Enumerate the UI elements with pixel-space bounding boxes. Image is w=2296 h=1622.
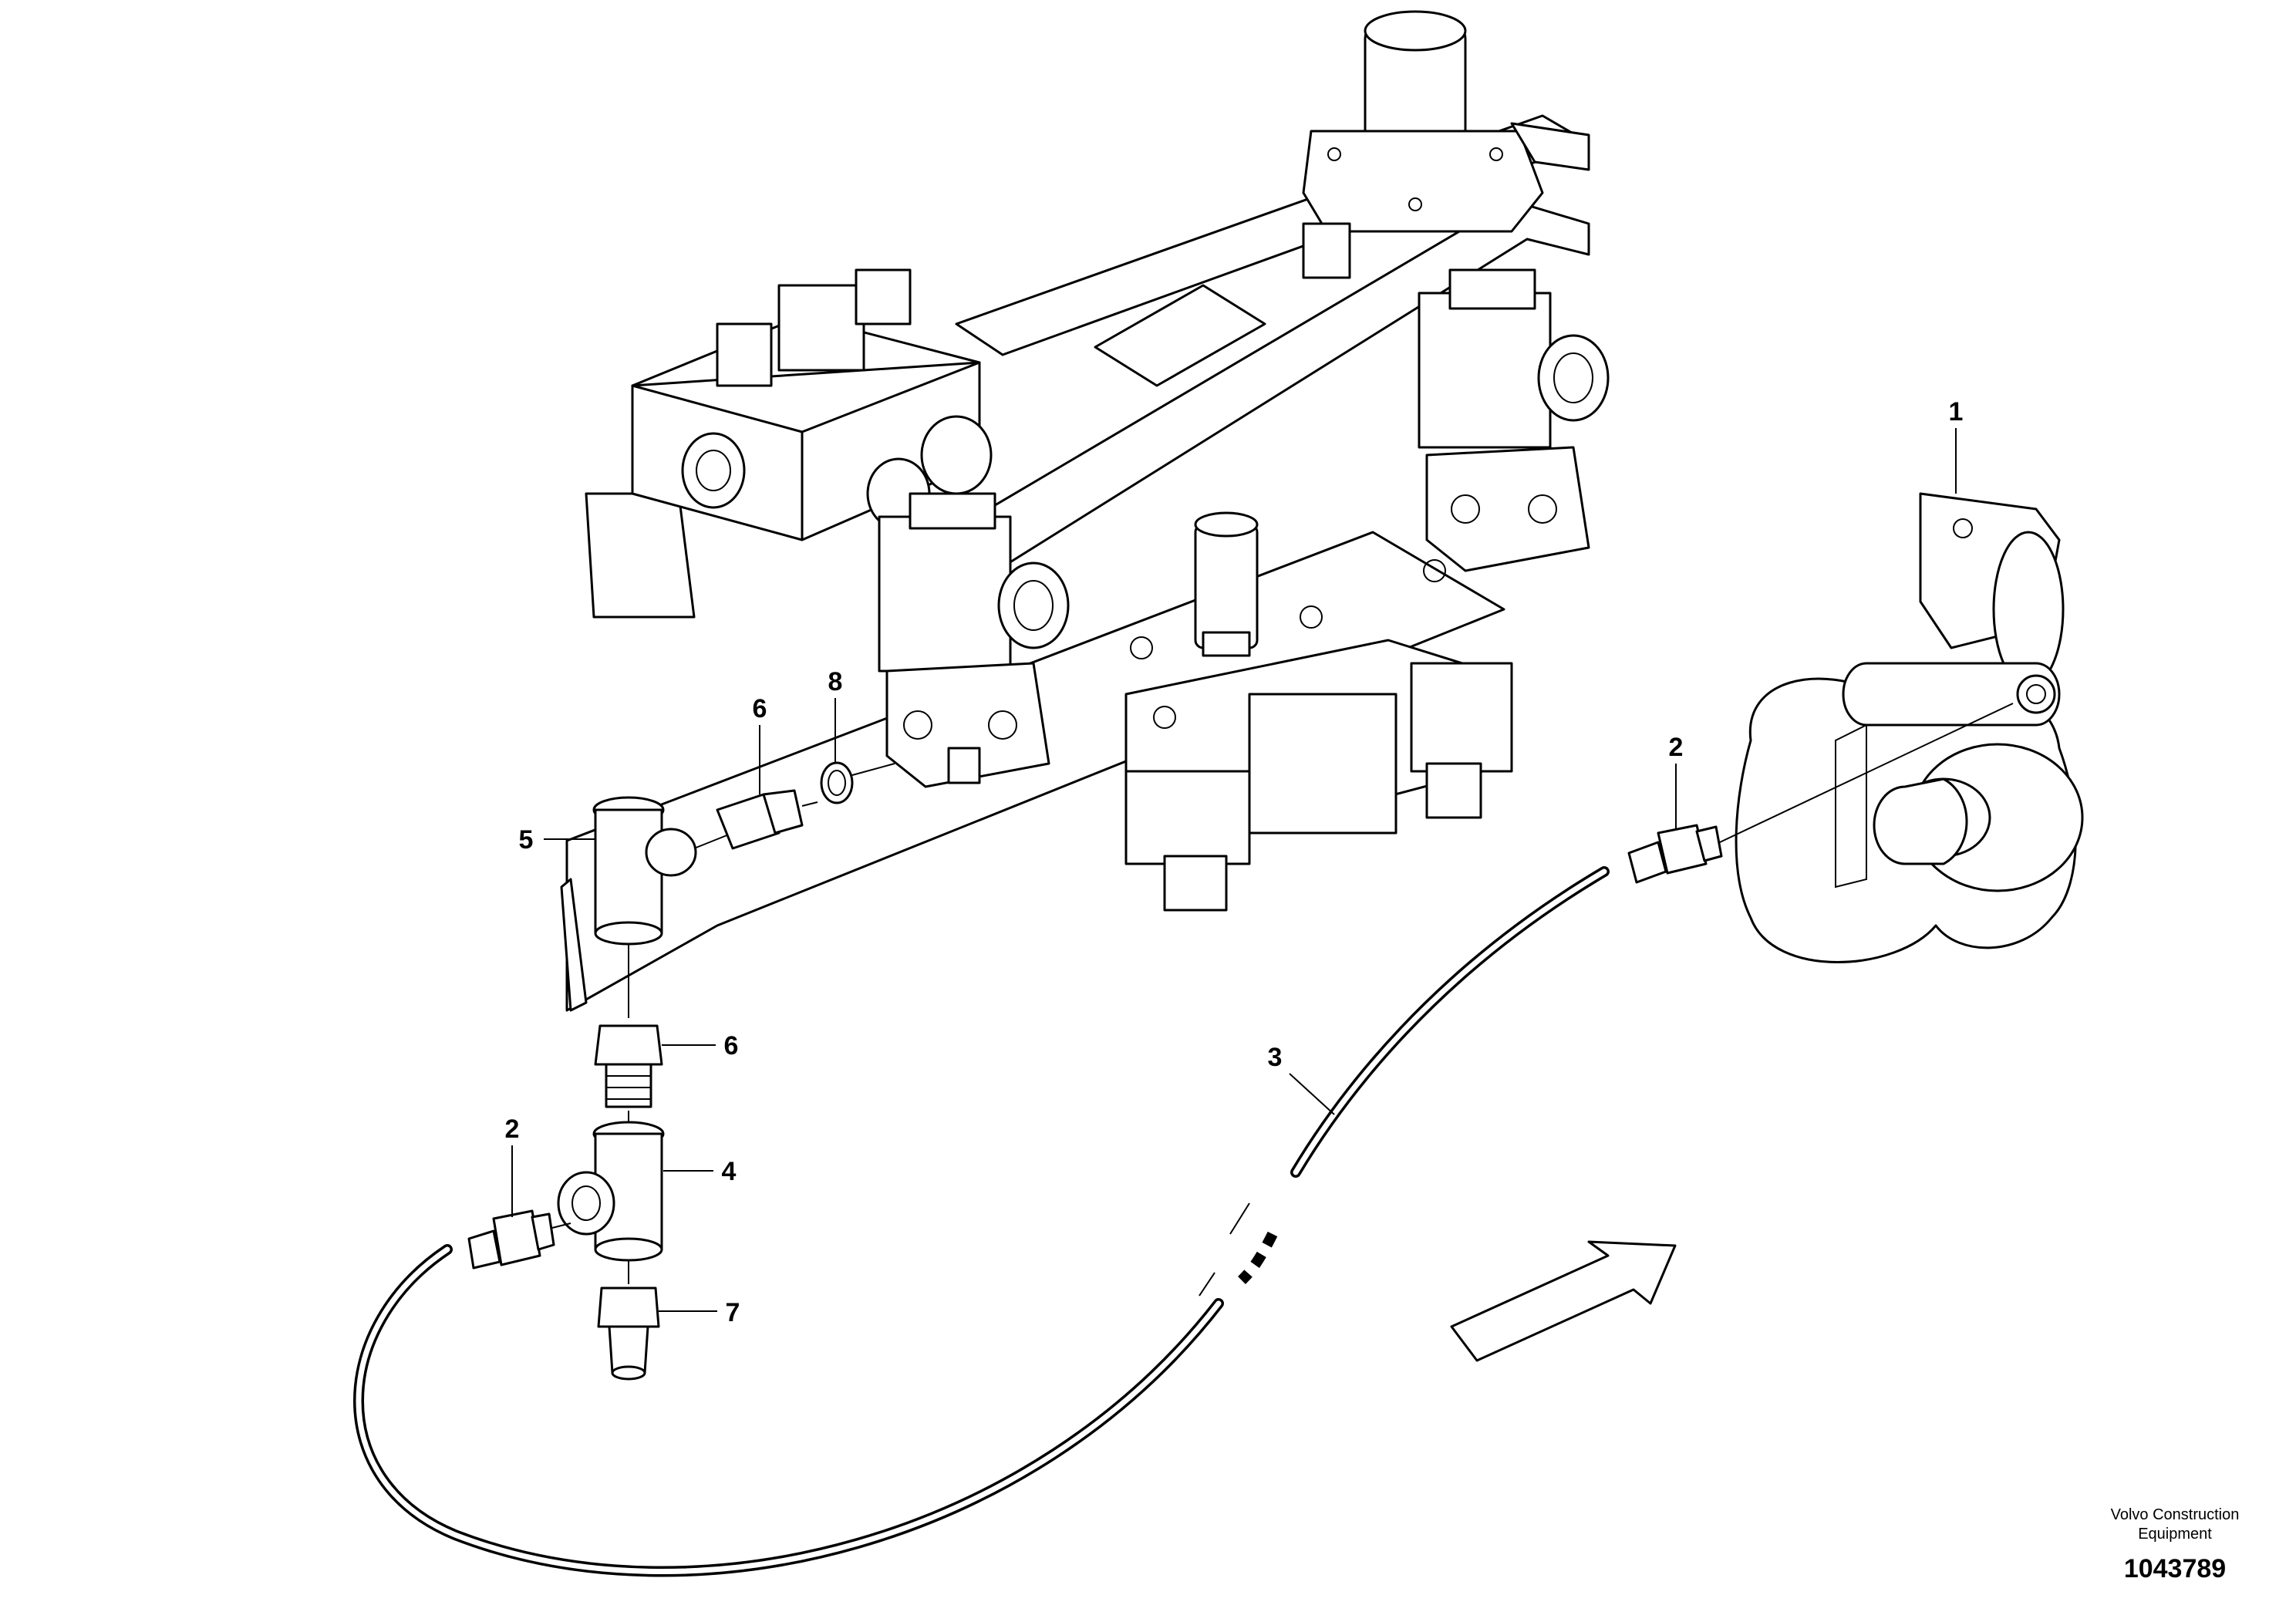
callout-label: 3 [1268,1043,1283,1072]
adapter-6-top [716,789,818,850]
right-solenoid-coil [1418,292,1552,449]
left-bracket-plate [585,492,696,619]
callout-2-left: 2 [505,1114,520,1217]
callout-label: 7 [726,1298,740,1327]
air-hose [353,866,1610,1577]
callout-label: 4 [722,1157,737,1186]
right-solenoid-body [1425,446,1590,572]
tee-5-body [594,808,663,935]
regulator-flange [1302,130,1544,233]
callout-label: 2 [505,1114,520,1144]
tee-4-side-port [557,1171,615,1236]
tee-5-side-port [645,828,697,877]
right-solenoid-connector [1537,334,1610,422]
nipple-7 [597,1286,660,1381]
callout-3: 3 [1268,1043,1335,1115]
publisher-name: Volvo Construction [2111,1506,2240,1523]
chamber-port [2016,674,2056,714]
callout-1: 1 [1949,397,1964,494]
brake-chamber [1735,492,2084,963]
rail-cutout [1094,284,1266,387]
callout-label: 5 [519,825,534,855]
o-ring-8 [820,761,895,804]
middle-solenoid-connector [997,561,1070,649]
callout-6-top: 6 [753,694,767,794]
regulator-nut [1302,222,1351,279]
connector-right [1627,703,2014,884]
left-valve-cap [855,268,912,325]
publisher-block: Volvo Construction Equipment 1043789 [2111,1506,2240,1583]
lower-bracket-edge [560,878,588,1012]
callout-2-right: 2 [1669,733,1684,829]
chamber-tube-upper [1842,662,2061,727]
callout-label: 8 [828,667,843,696]
figure-number: 1043789 [2124,1554,2226,1583]
middle-solenoid-body [885,662,1050,788]
pressure-switch [1194,523,1259,649]
callout-label: 2 [1669,733,1684,762]
left-valve-coil [777,284,865,372]
callout-5: 5 [519,825,595,855]
lower-solenoid-connector [1124,770,1251,865]
left-valve-port [681,432,746,509]
callout-label: 1 [1949,397,1964,427]
direction-arrow [1450,1240,1677,1362]
publisher-name-line2: Equipment [2138,1526,2212,1543]
callout-label: 6 [724,1031,739,1061]
chamber-piston [1873,777,1968,865]
left-valve-nut [716,322,773,387]
tee-4 [557,1121,665,1262]
connector-2-left [467,1209,571,1270]
lower-solenoid-coil [1248,693,1397,835]
lower-solenoid-coil-2 [1410,662,1513,773]
callout-7: 7 [659,1298,740,1327]
callout-8: 8 [828,667,843,762]
left-valve-outlet [920,415,993,495]
callout-label: 6 [753,694,767,723]
adapter-6-mid [594,1024,663,1108]
callout-6-mid: 6 [662,1031,738,1061]
valve-assembly [560,10,1610,1012]
callout-4: 4 [663,1157,737,1186]
middle-solenoid-coil [878,515,1012,673]
tee-upper [592,796,733,946]
